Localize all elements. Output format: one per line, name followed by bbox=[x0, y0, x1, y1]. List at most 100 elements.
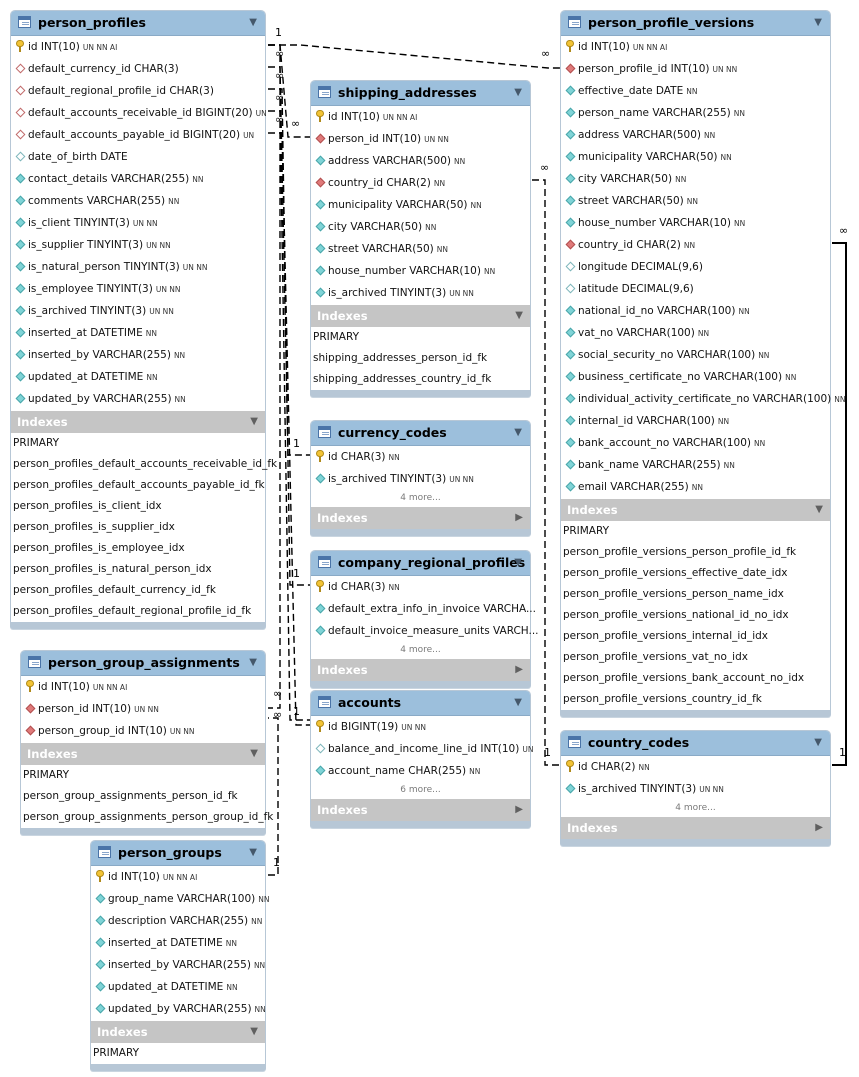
index-row[interactable]: person_profiles_is_client_idx bbox=[11, 496, 265, 517]
column-row[interactable]: balance_and_income_line_id INT(10)UN bbox=[311, 739, 533, 761]
index-row[interactable]: person_profile_versions_national_id_no_i… bbox=[561, 605, 830, 626]
column-row[interactable]: id INT(10)UN NN AI bbox=[311, 107, 530, 129]
index-row[interactable]: shipping_addresses_person_id_fk bbox=[311, 348, 530, 369]
index-row[interactable]: person_profiles_is_supplier_idx bbox=[11, 517, 265, 538]
column-row[interactable]: default_currency_id CHAR(3) bbox=[11, 59, 265, 81]
index-row[interactable]: person_profiles_is_natural_person_idx bbox=[11, 559, 265, 580]
column-row[interactable]: inserted_by VARCHAR(255)NN bbox=[11, 345, 265, 367]
column-row[interactable]: id INT(10)UN NN AI bbox=[11, 37, 265, 59]
index-row[interactable]: person_profiles_default_accounts_payable… bbox=[11, 475, 265, 496]
column-row[interactable]: address VARCHAR(500)NN bbox=[561, 125, 830, 147]
column-row[interactable]: is_client TINYINT(3)UN NN bbox=[11, 213, 265, 235]
column-row[interactable]: person_name VARCHAR(255)NN bbox=[561, 103, 830, 125]
expand-arrow-icon[interactable]: ▶ bbox=[815, 822, 823, 833]
column-row[interactable]: business_certificate_no VARCHAR(100)NN bbox=[561, 367, 830, 389]
column-row[interactable]: id INT(10)UN NN AI bbox=[21, 677, 265, 699]
table-header[interactable]: person_profile_versions▼ bbox=[561, 11, 830, 36]
index-row[interactable]: person_group_assignments_person_id_fk bbox=[21, 786, 265, 807]
column-row[interactable]: house_number VARCHAR(10)NN bbox=[311, 261, 530, 283]
index-row[interactable]: PRIMARY bbox=[91, 1043, 265, 1064]
column-row[interactable]: default_extra_info_in_invoice VARCHA... bbox=[311, 599, 536, 621]
index-row[interactable]: PRIMARY bbox=[311, 327, 530, 348]
index-row[interactable]: shipping_addresses_country_id_fk bbox=[311, 369, 530, 390]
collapse-arrow-icon[interactable]: ▼ bbox=[515, 310, 523, 321]
column-row[interactable]: bank_account_no VARCHAR(100)NN bbox=[561, 433, 830, 455]
column-row[interactable]: person_profile_id INT(10)UN NN bbox=[561, 59, 830, 81]
column-row[interactable]: default_accounts_receivable_id BIGINT(20… bbox=[11, 103, 267, 125]
table-header[interactable]: shipping_addresses▼ bbox=[311, 81, 530, 106]
table-header[interactable]: person_profiles▼ bbox=[11, 11, 265, 36]
column-row[interactable]: updated_by VARCHAR(255)NN bbox=[11, 389, 265, 411]
column-row[interactable]: is_archived TINYINT(3)UN NN bbox=[311, 469, 530, 491]
indexes-header[interactable]: Indexes▶ bbox=[311, 659, 530, 681]
expand-arrow-icon[interactable]: ▶ bbox=[515, 804, 523, 815]
collapse-arrow-icon[interactable]: ▼ bbox=[249, 657, 257, 668]
table-person-group-assignments[interactable]: person_group_assignments▼id INT(10)UN NN… bbox=[20, 650, 273, 835]
column-row[interactable]: date_of_birth DATE bbox=[11, 147, 265, 169]
column-row[interactable]: id INT(10)UN NN AI bbox=[91, 867, 265, 889]
column-row[interactable]: internal_id VARCHAR(100)NN bbox=[561, 411, 830, 433]
column-row[interactable]: updated_by VARCHAR(255)NN bbox=[91, 999, 266, 1021]
index-row[interactable]: person_profile_versions_vat_no_idx bbox=[561, 647, 830, 668]
index-row[interactable]: person_profile_versions_effective_date_i… bbox=[561, 563, 830, 584]
column-row[interactable]: id INT(10)UN NN AI bbox=[561, 37, 830, 59]
index-row[interactable]: PRIMARY bbox=[21, 765, 265, 786]
collapse-arrow-icon[interactable]: ▼ bbox=[514, 87, 522, 98]
column-row[interactable]: is_employee TINYINT(3)UN NN bbox=[11, 279, 265, 301]
more-columns-link[interactable]: 4 more... bbox=[400, 645, 441, 655]
collapse-arrow-icon[interactable]: ▼ bbox=[249, 17, 257, 28]
column-row[interactable]: municipality VARCHAR(50)NN bbox=[311, 195, 530, 217]
column-row[interactable]: latitude DECIMAL(9,6) bbox=[561, 279, 830, 301]
column-row[interactable]: is_natural_person TINYINT(3)UN NN bbox=[11, 257, 265, 279]
column-row[interactable]: default_invoice_measure_units VARCH... bbox=[311, 621, 539, 643]
indexes-header[interactable]: Indexes▶ bbox=[561, 817, 830, 839]
index-row[interactable]: person_profiles_default_accounts_receiva… bbox=[11, 454, 277, 475]
index-row[interactable]: person_profile_versions_person_profile_i… bbox=[561, 542, 830, 563]
index-row[interactable]: person_profile_versions_country_id_fk bbox=[561, 689, 830, 710]
index-row[interactable]: person_profile_versions_person_name_idx bbox=[561, 584, 830, 605]
column-row[interactable]: contact_details VARCHAR(255)NN bbox=[11, 169, 265, 191]
column-row[interactable]: group_name VARCHAR(100)NN bbox=[91, 889, 270, 911]
column-row[interactable]: email VARCHAR(255)NN bbox=[561, 477, 830, 499]
column-row[interactable]: default_regional_profile_id CHAR(3) bbox=[11, 81, 265, 103]
column-row[interactable]: is_archived TINYINT(3)UN NN bbox=[311, 283, 530, 305]
expand-arrow-icon[interactable]: ▶ bbox=[515, 664, 523, 675]
collapse-arrow-icon[interactable]: ▼ bbox=[250, 748, 258, 759]
column-row[interactable]: house_number VARCHAR(10)NN bbox=[561, 213, 830, 235]
collapse-arrow-icon[interactable]: ▼ bbox=[814, 17, 822, 28]
column-row[interactable]: is_supplier TINYINT(3)UN NN bbox=[11, 235, 265, 257]
indexes-header[interactable]: Indexes▶ bbox=[311, 799, 530, 821]
column-row[interactable]: account_name CHAR(255)NN bbox=[311, 761, 530, 783]
indexes-header[interactable]: Indexes▶ bbox=[311, 507, 530, 529]
indexes-header[interactable]: Indexes▼ bbox=[561, 499, 830, 521]
table-header[interactable]: person_groups▼ bbox=[91, 841, 265, 866]
column-row[interactable]: inserted_by VARCHAR(255)NN bbox=[91, 955, 265, 977]
collapse-arrow-icon[interactable]: ▼ bbox=[250, 416, 258, 427]
index-row[interactable]: PRIMARY bbox=[11, 433, 265, 454]
more-columns-link[interactable]: 6 more... bbox=[400, 785, 441, 795]
column-row[interactable]: longitude DECIMAL(9,6) bbox=[561, 257, 830, 279]
indexes-header[interactable]: Indexes▼ bbox=[21, 743, 265, 765]
collapse-arrow-icon[interactable]: ▼ bbox=[514, 427, 522, 438]
index-row[interactable]: person_profile_versions_internal_id_idx bbox=[561, 626, 830, 647]
indexes-header[interactable]: Indexes▼ bbox=[11, 411, 265, 433]
index-row[interactable]: person_profiles_is_employee_idx bbox=[11, 538, 265, 559]
more-columns-link[interactable]: 4 more... bbox=[400, 493, 441, 503]
table-header[interactable]: currency_codes▼ bbox=[311, 421, 530, 446]
column-row[interactable]: id CHAR(3)NN bbox=[311, 447, 530, 469]
table-header[interactable]: accounts▼ bbox=[311, 691, 530, 716]
column-row[interactable]: is_archived TINYINT(3)UN NN bbox=[11, 301, 265, 323]
collapse-arrow-icon[interactable]: ▼ bbox=[815, 504, 823, 515]
